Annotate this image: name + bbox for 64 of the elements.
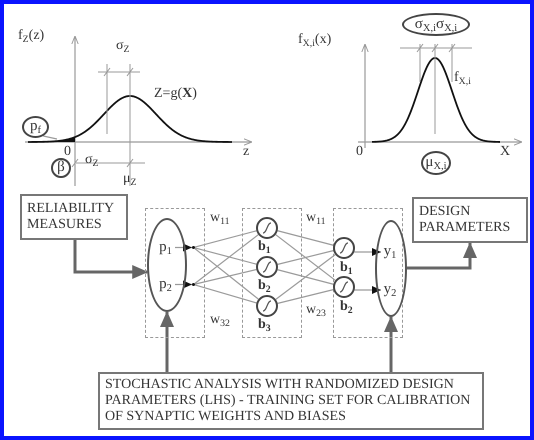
arrow bbox=[160, 311, 174, 372]
neuron-circle bbox=[256, 216, 278, 238]
circled-symbol: μ$_{X,i}$ bbox=[421, 151, 451, 175]
output-label: y$_{1}$ bbox=[381, 242, 399, 262]
neuron-circle bbox=[256, 256, 278, 278]
input-label: p$_{2}$ bbox=[156, 274, 174, 294]
text-box: RELIABILITY MEASURES bbox=[20, 194, 128, 240]
connector-line bbox=[194, 284, 257, 304]
math-label: μ$_{Z}$ bbox=[123, 171, 136, 187]
axis-label: z bbox=[243, 144, 250, 160]
connector-line bbox=[194, 230, 257, 248]
connector-line bbox=[278, 289, 334, 304]
neuron-circle bbox=[256, 294, 278, 316]
weight-label: w$_{32}$ bbox=[210, 312, 230, 328]
connector-line bbox=[275, 234, 336, 281]
connector-line bbox=[194, 247, 257, 265]
math-label: σ$_{Z}$ bbox=[85, 152, 99, 168]
junction-dot bbox=[192, 282, 194, 286]
layer-frame bbox=[333, 208, 403, 338]
arrow bbox=[407, 242, 477, 270]
output-ellipse bbox=[375, 220, 407, 317]
layer-frame bbox=[145, 208, 205, 338]
connector-line bbox=[278, 250, 334, 265]
neuron-circle bbox=[332, 236, 354, 258]
text-box: STOCHASTIC ANALYSIS WITH RANDOMIZED DESIGN PARAMETERS (LHS) - TRAINING SET FOR CALIBRATION OF SYNAPTIC WEIGHTS AND BIASES bbox=[98, 372, 484, 430]
axis-label: f$_{X,i}$(x) bbox=[298, 32, 332, 48]
bias-label: b$_{2}$ bbox=[340, 299, 353, 315]
junction-dot bbox=[192, 246, 194, 248]
weight-label: w$_{11}$ bbox=[306, 210, 326, 226]
connector-line bbox=[43, 135, 58, 140]
text-box: DESIGN PARAMETERS bbox=[412, 197, 528, 243]
bias-label: b$_{3}$ bbox=[258, 317, 271, 333]
arrow bbox=[74, 240, 148, 279]
bias-label: b$_{1}$ bbox=[340, 260, 353, 276]
arrow bbox=[384, 316, 398, 372]
arrow bbox=[354, 248, 381, 256]
arrow bbox=[175, 244, 192, 252]
input-label: p$_{1}$ bbox=[156, 238, 174, 258]
math-label: σ$_{Z}$ bbox=[116, 38, 130, 54]
axis-label: X bbox=[500, 144, 510, 160]
circled-symbol: β bbox=[51, 158, 71, 178]
connector-line bbox=[194, 268, 256, 285]
layer-frame bbox=[242, 208, 302, 338]
output-label: y$_{2}$ bbox=[381, 280, 399, 300]
axis-label: f$_{Z}$(z) bbox=[18, 28, 44, 44]
connector-line bbox=[278, 269, 334, 285]
input-ellipse bbox=[146, 218, 186, 312]
circled-symbol: σ$_{X,i}$σ$_{X,i}$ bbox=[402, 13, 470, 36]
connector-line bbox=[194, 248, 259, 300]
weight-label: w$_{11}$ bbox=[210, 210, 230, 226]
math-label: Z=g(X) bbox=[154, 86, 197, 102]
connector-line bbox=[275, 254, 336, 300]
arrow bbox=[354, 286, 381, 294]
neuron-circle bbox=[332, 276, 354, 298]
bias-label: b$_{1}$ bbox=[258, 239, 271, 255]
math-label: f$_{X,i}$ bbox=[454, 70, 471, 86]
connector-line bbox=[194, 234, 259, 284]
connector-line bbox=[278, 230, 334, 246]
circled-symbol: p$_{f}$ bbox=[22, 116, 49, 138]
bias-label: b$_{2}$ bbox=[258, 278, 271, 294]
weight-label: w$_{23}$ bbox=[306, 302, 326, 318]
arrow bbox=[175, 280, 192, 288]
math-label: 0 bbox=[356, 144, 363, 160]
math-label: 0 bbox=[64, 144, 71, 160]
